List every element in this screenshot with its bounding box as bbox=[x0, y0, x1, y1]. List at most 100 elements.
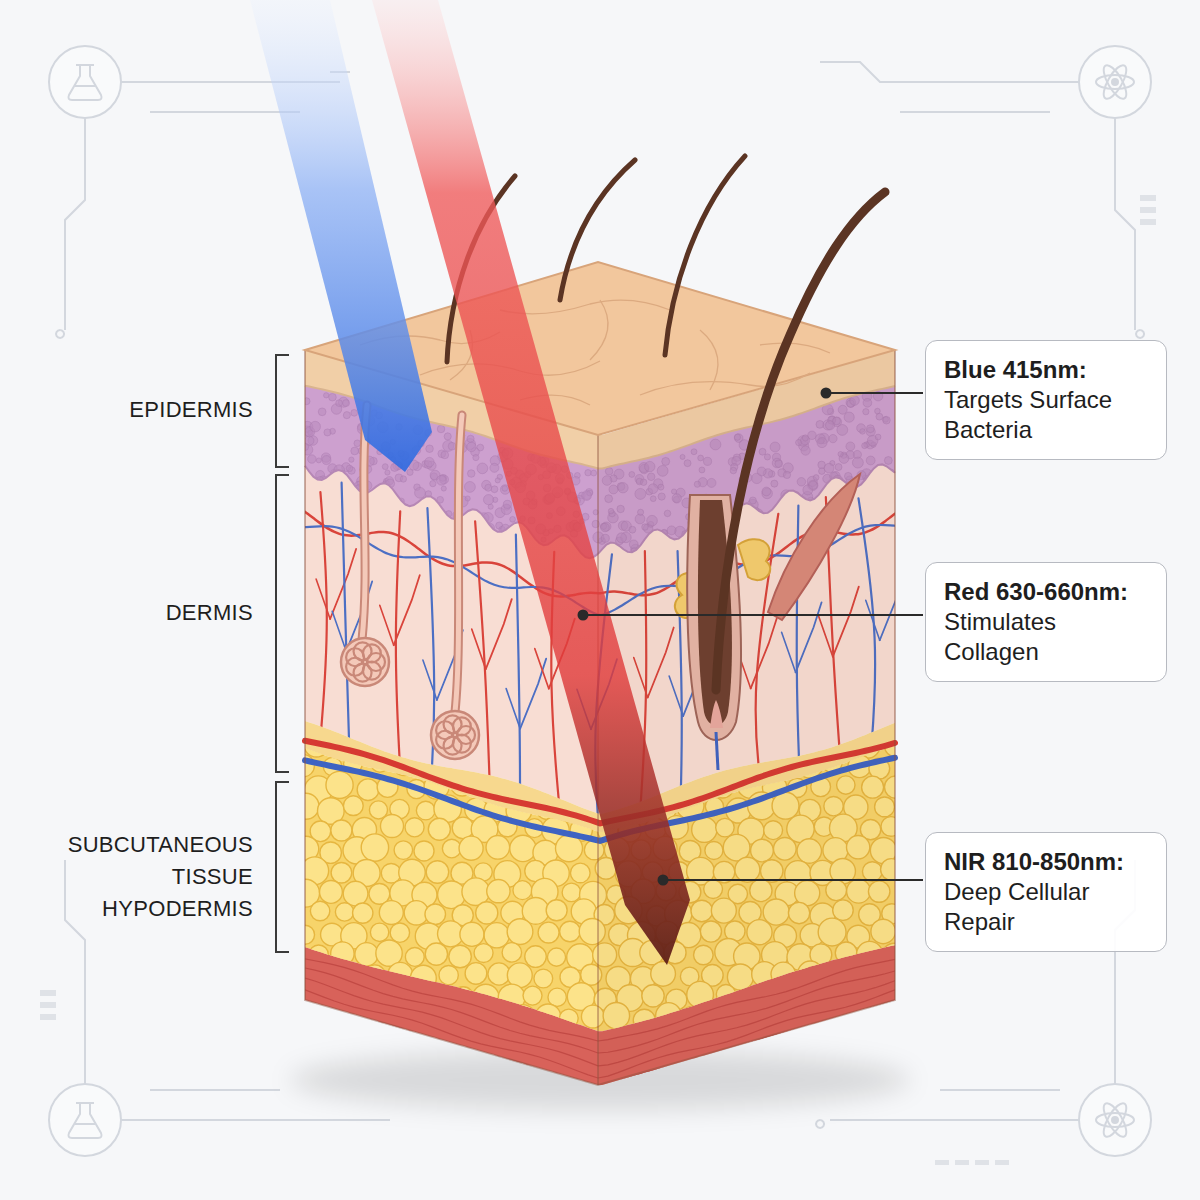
cell-dot bbox=[385, 470, 390, 475]
cell-dot bbox=[485, 484, 492, 491]
circuit-line bbox=[830, 1119, 1079, 1121]
surface-texture bbox=[360, 300, 830, 405]
capillary bbox=[380, 605, 394, 645]
fat-cell bbox=[509, 751, 536, 778]
cell-dot bbox=[329, 393, 337, 401]
leader-lines bbox=[578, 388, 924, 886]
capillary bbox=[475, 521, 490, 793]
gland-coil bbox=[341, 638, 389, 686]
muscle-fibre bbox=[305, 978, 598, 1066]
fat-cell bbox=[452, 817, 473, 838]
surface-crease bbox=[500, 300, 670, 314]
surface-crease bbox=[760, 343, 830, 353]
muscle-fibre bbox=[305, 1003, 598, 1088]
atom-icon bbox=[1079, 46, 1151, 118]
fat-cell bbox=[502, 778, 521, 797]
deco-bar bbox=[1140, 219, 1156, 225]
fat-cell bbox=[380, 814, 403, 837]
capillary bbox=[320, 492, 327, 744]
gland-coil bbox=[363, 644, 381, 662]
fat-cell bbox=[320, 880, 343, 903]
cell-dot bbox=[585, 470, 591, 476]
circuit-line bbox=[65, 118, 85, 330]
fat-cell bbox=[292, 755, 314, 777]
deco-bar bbox=[1140, 207, 1156, 213]
fat-cell bbox=[871, 1006, 898, 1033]
circuit-line bbox=[1136, 330, 1144, 338]
capillary bbox=[535, 649, 549, 689]
cell-dot bbox=[465, 496, 470, 501]
fat-cell bbox=[414, 841, 434, 861]
fat-cell bbox=[498, 984, 525, 1011]
cell-dot bbox=[322, 456, 331, 465]
circuit-line bbox=[150, 1089, 280, 1091]
cell-dot bbox=[477, 463, 488, 474]
cell-dot bbox=[318, 408, 326, 416]
callout-heading: Blue 415nm: bbox=[944, 355, 1148, 385]
cell-dot bbox=[336, 400, 343, 407]
fat-cell bbox=[521, 778, 543, 800]
leader-line bbox=[583, 614, 923, 616]
fat-cell bbox=[306, 987, 331, 1012]
bracket bbox=[276, 355, 289, 467]
cell-dot bbox=[426, 445, 434, 453]
callout-box: Red 630-660nm:Stimulates Collagen bbox=[925, 562, 1167, 682]
cell-dot bbox=[502, 486, 508, 492]
capillary bbox=[342, 483, 350, 771]
callout-heading: NIR 810-850nm: bbox=[944, 847, 1148, 877]
capillary bbox=[506, 689, 520, 729]
fat-cell bbox=[459, 836, 483, 860]
flask-symbol bbox=[68, 1103, 101, 1138]
fat-cell bbox=[331, 862, 352, 883]
fat-cell bbox=[547, 948, 565, 966]
fat-cell bbox=[331, 942, 354, 965]
atom-orbit bbox=[1099, 62, 1130, 102]
fat-cell bbox=[460, 922, 484, 946]
fat-cell bbox=[473, 984, 499, 1010]
fat-cell bbox=[394, 841, 413, 860]
muscle-layer bbox=[305, 947, 598, 1085]
fat-cell bbox=[388, 962, 413, 987]
gland-coil bbox=[431, 711, 479, 759]
fat-cell bbox=[546, 900, 567, 921]
deco-bar bbox=[995, 1160, 1009, 1165]
circuit-line bbox=[940, 1089, 1060, 1091]
fat-cell bbox=[404, 734, 425, 755]
layer-brackets bbox=[276, 355, 289, 952]
fat-cell bbox=[490, 754, 509, 773]
circuit-line bbox=[56, 330, 64, 338]
deco-bar bbox=[1140, 195, 1156, 201]
flask-symbol bbox=[68, 65, 101, 100]
fat-cell bbox=[465, 963, 487, 985]
callout-text: Targets Surface Bacteria bbox=[944, 385, 1148, 445]
cell-dot bbox=[354, 440, 361, 447]
fat-cell bbox=[502, 943, 521, 962]
cell-dot bbox=[425, 457, 435, 467]
capillary bbox=[486, 599, 512, 669]
fat-cell bbox=[521, 734, 546, 759]
fat-cell bbox=[290, 962, 317, 989]
icon-circle bbox=[49, 1084, 121, 1156]
leader-line bbox=[826, 392, 923, 394]
fat-cell bbox=[343, 881, 368, 906]
leader-dot bbox=[821, 388, 832, 399]
callout-box: Blue 415nm:Targets Surface Bacteria bbox=[925, 340, 1167, 460]
fat-cell bbox=[570, 863, 590, 883]
cell-dot bbox=[510, 516, 516, 522]
capillary bbox=[472, 629, 486, 669]
callout-box: NIR 810-850nm:Deep Cellular Repair bbox=[925, 832, 1167, 952]
cell-dot bbox=[503, 500, 511, 508]
fat-cell bbox=[535, 1004, 560, 1029]
fat-cell bbox=[487, 879, 510, 902]
callout-text: Stimulates Collagen bbox=[944, 607, 1148, 667]
callout-heading: Red 630-660nm: bbox=[944, 577, 1148, 607]
circuit-line bbox=[900, 111, 1050, 113]
cell-dot bbox=[308, 455, 316, 463]
fat-cell bbox=[556, 756, 581, 781]
deco-bar bbox=[975, 1160, 989, 1165]
cell-dot bbox=[351, 409, 358, 416]
cell-dot bbox=[343, 412, 350, 419]
atom-orbit bbox=[1099, 1100, 1130, 1140]
callout-text: Deep Cellular Repair bbox=[944, 877, 1148, 937]
muscle-fibre bbox=[305, 959, 598, 1041]
